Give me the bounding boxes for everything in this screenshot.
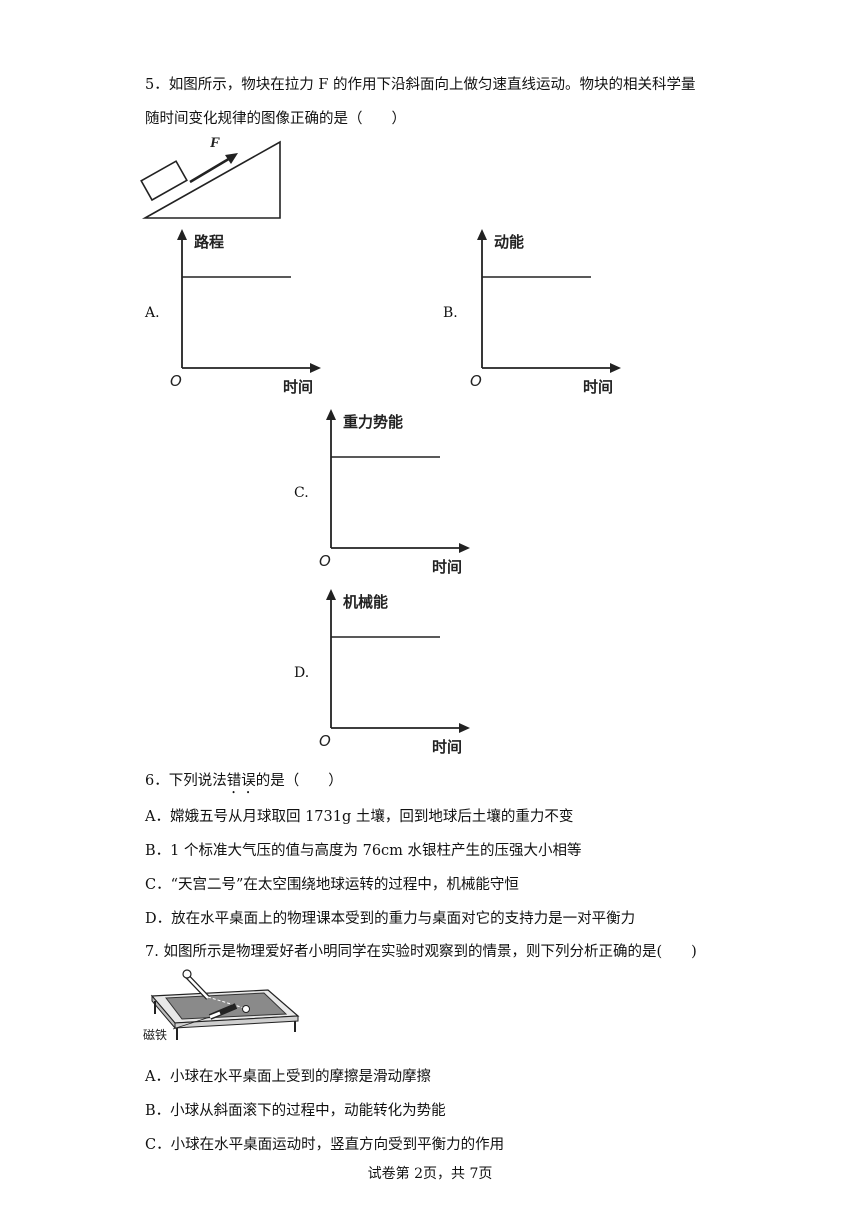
q5-option-c-graph: 重力势能 O 时间	[319, 409, 470, 576]
q7-option-b: B．小球从斜面滚下的过程中，动能转化为势能	[145, 1103, 446, 1119]
ramp-inner	[185, 974, 209, 999]
origin-label: O	[319, 552, 331, 570]
q6-stem-emphasis: 错误	[226, 773, 256, 789]
x-axis-label: 时间	[432, 738, 462, 756]
x-axis-label: 时间	[283, 378, 313, 396]
magnet-pole	[209, 1011, 221, 1019]
x-axis-arrowhead	[459, 723, 470, 733]
ball	[242, 1005, 250, 1013]
q5-option-b-letter: B.	[443, 305, 458, 321]
origin-label: O	[319, 732, 331, 750]
q6-stem-prefix: 6．下列说法	[145, 773, 227, 789]
q7-table-figure: 磁铁	[143, 969, 300, 1042]
force-arrow	[189, 155, 233, 184]
q6-option-d: D．放在水平桌面上的物理课本受到的重力与桌面对它的支持力是一对平衡力	[145, 911, 636, 927]
incline-triangle	[141, 140, 281, 219]
force-label: F	[209, 135, 220, 151]
y-axis-arrowhead	[177, 229, 187, 240]
origin-label: O	[170, 372, 182, 390]
x-axis-arrowhead	[610, 363, 621, 373]
q7-option-a: A．小球在水平桌面上受到的摩擦是滑动摩擦	[145, 1069, 431, 1085]
x-axis-arrowhead	[310, 363, 321, 373]
q5-option-a-graph: 路程 O 时间	[170, 229, 321, 396]
q6-stem-suffix: 的是（ ）	[255, 773, 343, 789]
y-axis-arrowhead	[326, 589, 336, 600]
ball-path	[207, 996, 245, 1009]
q6-option-a: A．嫦娥五号从月球取回 1731g 土壤，回到地球后土壤的重力不变	[145, 809, 574, 825]
q5-option-b-graph: 动能 O 时间	[470, 229, 621, 396]
magnet-pointer	[172, 1016, 211, 1030]
x-axis-label: 时间	[583, 378, 613, 396]
y-axis-label: 路程	[194, 233, 224, 251]
y-axis-arrowhead	[326, 409, 336, 420]
y-axis-label: 机械能	[343, 593, 388, 611]
incline-figure: F	[140, 135, 281, 219]
q6-option-c: C．“天宫二号”在太空围绕地球运转的过程中，机械能守恒	[145, 877, 519, 893]
origin-label: O	[470, 372, 482, 390]
table-surface	[165, 992, 288, 1020]
q6-option-b: B．1 个标准大气压的值与高度为 76cm 水银柱产生的压强大小相等	[145, 843, 582, 859]
x-axis-arrowhead	[459, 543, 470, 553]
x-axis-label: 时间	[432, 558, 462, 576]
force-arrowhead	[225, 153, 238, 164]
page-footer: 试卷第 2页，共 7页	[367, 1166, 493, 1182]
q7-option-c: C．小球在水平桌面运动时，竖直方向受到平衡力的作用	[145, 1137, 505, 1153]
y-axis-label: 动能	[494, 233, 524, 251]
q5-stem-line1: 5．如图所示，物块在拉力 F 的作用下沿斜面向上做匀速直线运动。物块的相关科学量	[145, 77, 696, 93]
q6-stem: 6．下列说法错误的是（ ）	[145, 769, 343, 797]
y-axis-label: 重力势能	[343, 413, 403, 431]
y-axis-arrowhead	[477, 229, 487, 240]
q5-option-a-letter: A.	[145, 305, 160, 321]
q5-option-d-letter: D.	[294, 665, 310, 681]
q5-option-c-letter: C.	[294, 485, 309, 501]
q7-stem: 7. 如图所示是物理爱好者小明同学在实验时观察到的情景，则下列分析正确的是( )	[145, 944, 697, 960]
ball-start	[182, 969, 192, 979]
q5-stem-line2: 随时间变化规律的图像正确的是（ ）	[145, 111, 406, 127]
block	[140, 160, 188, 202]
magnet-label: 磁铁	[143, 1027, 167, 1042]
q5-option-d-graph: 机械能 O 时间	[319, 589, 470, 756]
